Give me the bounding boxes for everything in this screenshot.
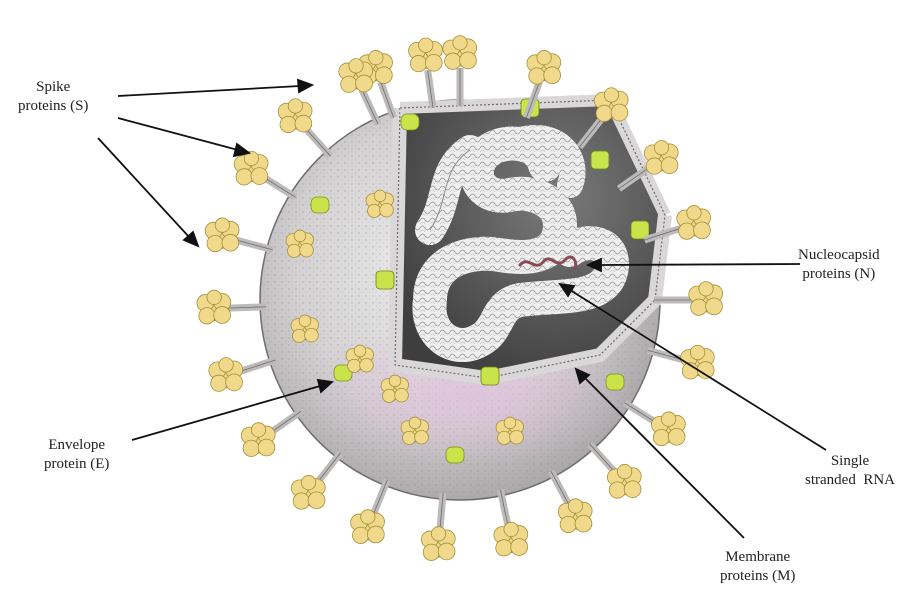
spike-protein — [351, 510, 385, 544]
label-rna-line2: stranded RNA — [805, 471, 895, 490]
spike-protein-surface — [401, 417, 428, 444]
spike-stalk-outline — [239, 360, 275, 372]
spike-protein — [197, 290, 231, 324]
spike-protein-surface — [286, 230, 313, 257]
label-membrane-proteins: Membrane proteins (M) — [720, 548, 795, 586]
spike-protein — [409, 38, 443, 72]
label-envelope-protein: Envelope protein (E) — [44, 436, 109, 474]
spike-stalk-outline — [590, 444, 615, 472]
label-nucleocapsid-line1: Nucleocapsid — [798, 246, 880, 265]
label-spike-line2: proteins (S) — [18, 97, 88, 116]
label-spike-line1: Spike — [18, 78, 88, 97]
spike-protein-surface — [366, 190, 393, 217]
spike-arrow-3 — [98, 138, 198, 246]
spike-stalk-outline — [270, 411, 301, 433]
spike-protein — [291, 475, 325, 509]
spike-protein — [651, 412, 685, 446]
spike-protein — [443, 36, 477, 70]
spike-protein — [677, 206, 711, 240]
spike-stalk-outline — [381, 82, 394, 118]
spike-protein — [209, 358, 243, 392]
membrane-protein — [481, 367, 499, 385]
spike-stalk-outline — [263, 177, 295, 197]
envelope-protein — [606, 374, 624, 390]
spike-protein — [494, 522, 528, 556]
envelope-protein — [446, 447, 464, 463]
spike-protein — [527, 50, 561, 84]
membrane-protein — [591, 151, 609, 169]
spike-protein-surface — [496, 417, 523, 444]
spike-arrow-2 — [118, 118, 249, 156]
spike-stalk-outline — [317, 453, 340, 483]
spike-protein — [421, 527, 455, 561]
label-spike-proteins: Spike proteins (S) — [18, 78, 88, 116]
spike-protein — [594, 88, 628, 122]
label-envelope-line1: Envelope — [44, 436, 109, 455]
label-rna-line1: Single — [805, 452, 895, 471]
envelope-protein — [311, 197, 329, 213]
spike-protein — [234, 151, 268, 185]
spike-protein — [278, 99, 312, 133]
spike-stalk-outline — [373, 480, 387, 515]
spike-stalk-outline — [625, 403, 657, 423]
spike-protein-surface — [346, 345, 373, 372]
spike-protein — [241, 423, 275, 457]
spike-protein — [644, 141, 678, 175]
spike-protein — [607, 464, 641, 498]
spike-stalk-outline — [551, 471, 569, 505]
membrane-protein — [376, 271, 394, 289]
envelope-protein — [401, 114, 419, 130]
spike-protein-surface — [381, 375, 408, 402]
spike-stalk-outline — [362, 90, 378, 124]
cutaway-section — [395, 100, 665, 378]
spike-protein-surface — [291, 315, 318, 342]
spike-arrow-1 — [118, 80, 312, 96]
label-nucleocapsid-line2: proteins (N) — [798, 265, 880, 284]
label-envelope-line2: protein (E) — [44, 455, 109, 474]
label-nucleocapsid-proteins: Nucleocapsid proteins (N) — [798, 246, 880, 284]
label-membrane-line1: Membrane — [720, 548, 795, 567]
label-membrane-line2: proteins (M) — [720, 567, 795, 586]
spike-protein — [558, 499, 592, 533]
spike-protein — [205, 218, 239, 252]
label-single-stranded-rna: Single stranded RNA — [805, 452, 895, 490]
spike-protein — [689, 282, 723, 316]
spike-stalk-outline — [305, 128, 330, 156]
spike-protein — [339, 59, 373, 93]
